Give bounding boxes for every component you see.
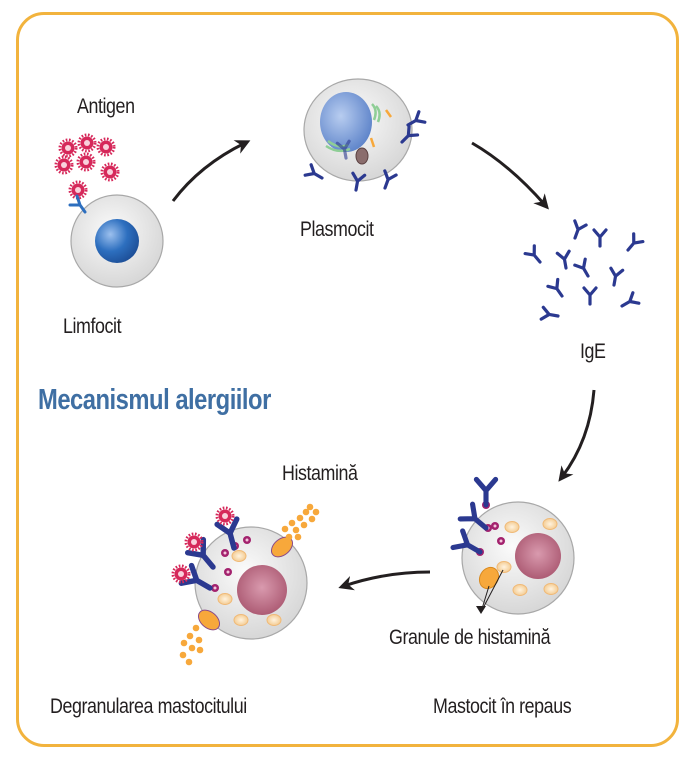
arrow-ige-to-mastocit (558, 389, 596, 482)
plasmocit-cell (303, 78, 427, 193)
histamine-release-top (281, 503, 320, 541)
mastocit-repaus-cell (453, 479, 575, 615)
label-plasmocit: Plasmocit (300, 218, 374, 241)
arrow-plasmocit-to-ige (471, 141, 549, 210)
histamine-release-bottom (179, 624, 204, 666)
degranulare-cell (171, 503, 320, 666)
limfocit-cell (68, 194, 164, 288)
label-ige: IgE (580, 340, 606, 363)
label-granule-histamina: Granule de histamină (389, 626, 551, 649)
label-limfocit: Limfocit (63, 315, 122, 338)
label-degranulare: Degranularea mastocitului (50, 695, 247, 718)
flow-arrows (171, 140, 596, 591)
ige-antibody-cluster (523, 219, 645, 324)
arrow-mastocit-to-degranulare (338, 570, 431, 591)
antigen-cluster (54, 133, 120, 200)
label-histamina: Histamină (282, 462, 358, 485)
arrow-limfocit-to-plasmocit (171, 140, 251, 202)
diagram-title: Mecanismul alergiilor (38, 384, 271, 416)
label-antigen: Antigen (77, 95, 135, 118)
label-mastocit-repaus: Mastocit în repaus (433, 695, 572, 718)
